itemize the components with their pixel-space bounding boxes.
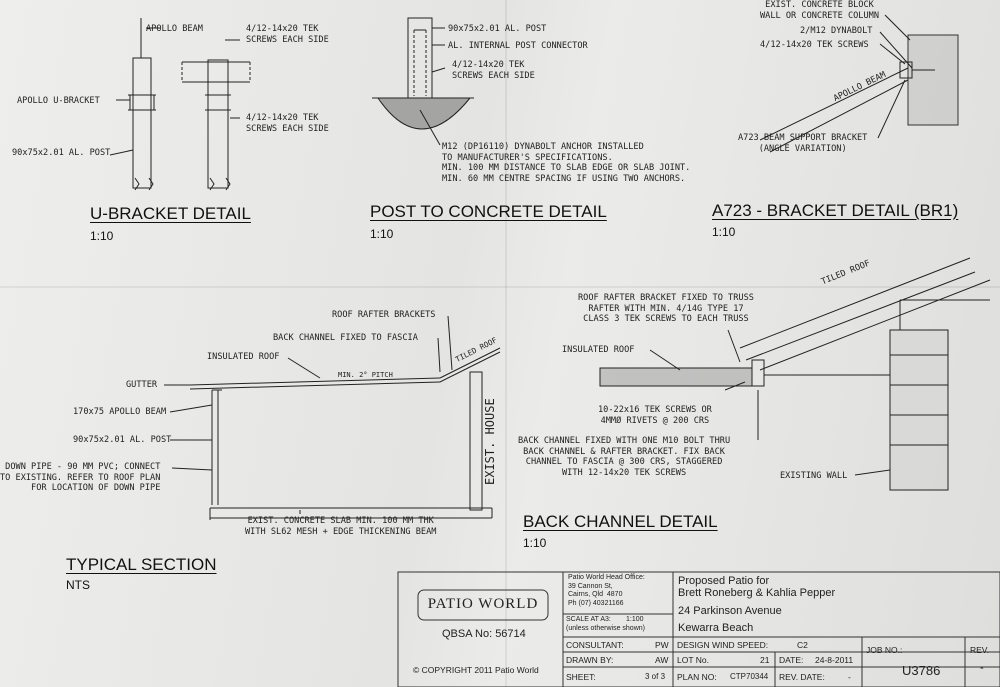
label-tek-screws-side: 4/12-14x20 TEK SCREWS EACH SIDE [246,113,329,134]
paper-fold-horizontal [0,286,1000,288]
label-back-channel-fixing: BACK CHANNEL FIXED WITH ONE M10 BOLT THR… [518,436,731,478]
label-rafter-bracket-truss: ROOF RAFTER BRACKET FIXED TO TRUSS RAFTE… [578,293,754,324]
post-to-concrete-drawing [372,17,474,146]
label-tek-rivets: 10-22x16 TEK SCREWS OR 4MMØ RIVETS @ 200… [598,405,712,426]
a723-title: A723 - BRACKET DETAIL (BR1) [712,201,959,220]
label-dynabolt: 2/M12 DYNABOLT [800,26,873,36]
label-gutter: GUTTER [126,380,158,390]
sheet-value: 3 of 3 [645,672,666,681]
u-bracket-scale: 1:10 [90,229,114,243]
job-number-label: JOB NO.: [866,645,903,655]
label-exist-house: EXIST. HOUSE [483,398,497,485]
label-bc-insulated-roof: INSULATED ROOF [562,345,635,355]
plan-label: PLAN NO: [677,672,717,682]
date-label: DATE: [779,655,804,665]
project-client: Brett Roneberg & Kahlia Pepper [678,587,836,599]
consultant-value: PW [655,640,669,650]
label-tek-screws-top: 4/12-14x20 TEK SCREWS EACH SIDE [246,24,329,45]
copyright-notice: © COPYRIGHT 2011 Patio World [413,665,539,675]
back-channel-drawing [599,257,991,491]
consultant-label: CONSULTANT: [566,640,624,650]
wind-speed-value: C2 [797,640,808,650]
patio-world-logo: PATIO WORLD [427,596,539,612]
revision-label: REV. [970,645,990,655]
label-back-channel: BACK CHANNEL FIXED TO FASCIA [273,333,418,343]
job-number-value: U3786 [902,663,941,678]
a723-drawing [759,14,959,153]
back-channel-title: BACK CHANNEL DETAIL [523,512,718,531]
lot-label: LOT No. [677,655,709,665]
label-a723-bracket: A723 BEAM SUPPORT BRACKET (ANGLE VARIATI… [738,133,868,154]
post-concrete-title: POST TO CONCRETE DETAIL [370,202,607,221]
a723-scale: 1:10 [712,225,736,239]
label-section-post: 90x75x2.01 AL. POST [73,435,172,445]
typical-section-drawing [164,315,501,520]
plan-value: CTP70344 [730,672,769,681]
scale-value: 1:100 [626,616,644,623]
label-u-bracket: APOLLO U-BRACKET [17,96,100,106]
label-apollo-beam: APOLLO BEAM [146,24,203,34]
label-existing-wall: EXIST. CONCRETE BLOCK WALL OR CONCRETE C… [760,0,879,21]
label-dynabolt-anchor: M12 (DP16110) DYNABOLT ANCHOR INSTALLED … [442,142,691,184]
label-existing-wall-bc: EXISTING WALL [780,471,848,481]
label-tek-screws: 4/12-14x20 TEK SCREWS EACH SIDE [452,60,535,81]
paper-fold-vertical [505,0,507,687]
scale-label: SCALE AT A3: (unless otherwise shown) [566,616,645,632]
label-insulated-roof: INSULATED ROOF [207,352,280,362]
label-concrete-slab: EXIST. CONCRETE SLAB MIN. 100 MM THK WIT… [245,516,437,537]
typical-section-title: TYPICAL SECTION [66,555,217,574]
wind-speed-label: DESIGN WIND SPEED: [677,640,769,650]
label-post-connector: AL. INTERNAL POST CONNECTOR [448,41,588,51]
head-office-address: Patio World Head Office: 39 Cannon St, C… [568,574,645,607]
post-concrete-scale: 1:10 [370,227,394,241]
label-pitch: MIN. 2° PITCH [338,371,393,379]
label-a723-screws: 4/12-14x20 TEK SCREWS [760,40,869,50]
back-channel-scale: 1:10 [523,536,547,550]
label-post-size: 90x75x2.01 AL. POST [448,24,547,34]
u-bracket-title: U-BRACKET DETAIL [90,204,251,223]
revision-value: - [980,662,984,674]
drawn-by-value: AW [655,655,669,665]
rev-date-value: - [848,672,851,682]
project-line-1: Proposed Patio for [678,575,770,587]
project-suburb: Kewarra Beach [678,622,754,634]
drawn-by-label: DRAWN BY: [566,655,614,665]
rev-date-label: REV. DATE: [779,672,825,682]
project-street: 24 Parkinson Avenue [678,605,782,617]
sheet-label: SHEET: [566,672,596,682]
qbsa-number: QBSA No: 56714 [442,628,526,640]
label-beam: 170x75 APOLLO BEAM [73,407,167,417]
typical-section-scale: NTS [66,578,90,592]
label-downpipe: DOWN PIPE - 90 MM PVC; CONNECT TO EXISTI… [0,462,161,493]
label-rafter-brackets: ROOF RAFTER BRACKETS [332,310,436,320]
u-bracket-drawing [109,18,251,191]
lot-value: 21 [760,655,770,665]
date-value: 24-8-2011 [815,655,854,665]
label-post: 90x75x2.01 AL. POST [12,148,111,158]
title-block-frame [397,571,1000,687]
